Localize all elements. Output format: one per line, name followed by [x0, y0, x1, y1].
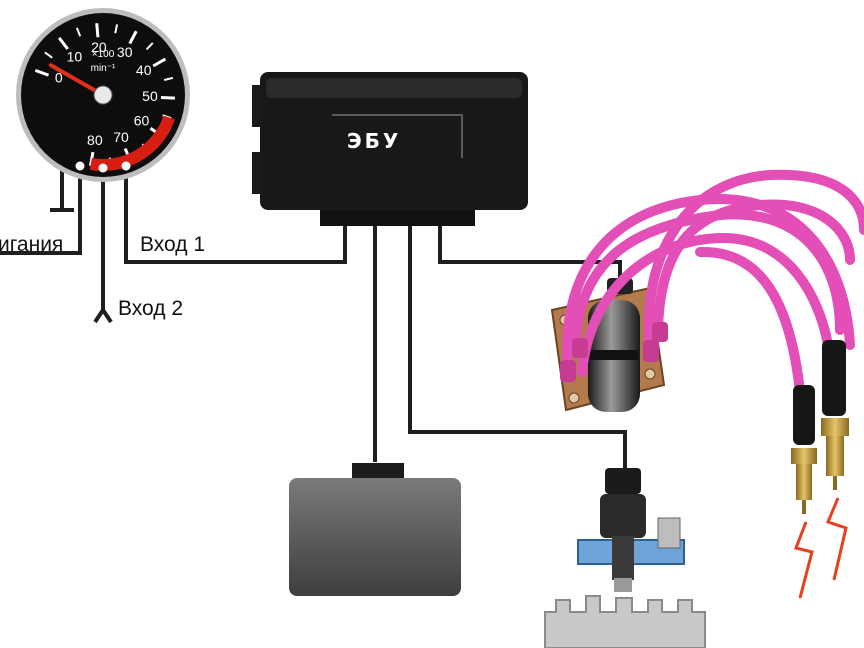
coil-band — [590, 350, 638, 360]
tachometer-hub — [93, 85, 113, 105]
spark-plug-boot — [793, 385, 815, 445]
ecu-highlight — [266, 78, 522, 98]
wiring — [0, 165, 627, 470]
ecu-label: ЭБУ — [347, 129, 401, 153]
tachometer-tick — [89, 151, 95, 167]
tachometer-unit-multiplier: ×100 — [92, 49, 115, 60]
tachometer-scale-label: 10 — [67, 48, 83, 64]
module-body — [289, 478, 461, 596]
tachometer-scale-label: 60 — [134, 113, 150, 129]
label-power: игания — [0, 233, 63, 256]
spark-plug-thread — [826, 436, 844, 476]
spark-icon — [793, 521, 814, 599]
ht-lead-3 — [643, 169, 864, 357]
tachometer-terminal-input2 — [98, 163, 108, 173]
tachometer-scale-label: 0 — [55, 70, 63, 86]
lead-boot — [652, 322, 668, 342]
spark-plug-boot — [822, 340, 846, 416]
spark-plug-hex — [791, 448, 817, 464]
ignition-coil — [550, 169, 864, 412]
spark-plug-right — [821, 340, 849, 581]
spark-plug-left — [791, 385, 817, 599]
spark-icon — [825, 497, 848, 581]
ht-lead-4 — [653, 199, 855, 335]
ht-lead-boots — [560, 322, 668, 382]
coil-bolt — [568, 392, 580, 404]
ht-lead-5 — [577, 232, 833, 377]
tachometer-terminal-power — [75, 161, 85, 171]
ecu-connector — [320, 206, 475, 226]
tachometer-tick — [128, 30, 138, 45]
spark-plug-thread — [796, 464, 812, 500]
tachometer-scale-label: 80 — [87, 132, 103, 148]
tachometer-terminal-input1 — [121, 161, 131, 171]
tachometer-tick — [57, 36, 69, 50]
label-input2: Вход 2 — [118, 297, 183, 320]
sensor-clamp — [657, 517, 681, 549]
tachometer-redline — [89, 115, 175, 171]
spark-plug-electrode — [802, 500, 806, 514]
ht-lead-6 — [695, 246, 805, 397]
wire-input2-fork-left — [93, 308, 105, 324]
sensor-probe — [612, 536, 634, 580]
spark-plug-hex — [821, 418, 849, 436]
tachometer-tick — [114, 24, 119, 34]
sensor-body — [600, 494, 646, 538]
tachometer-scale-label: 30 — [117, 44, 133, 60]
tachometer-tick — [152, 57, 167, 68]
sensor-connector — [605, 468, 641, 494]
lead-boot — [572, 338, 588, 358]
ignition-module — [289, 463, 461, 596]
module-connector — [352, 463, 404, 481]
wire-input1 — [124, 168, 347, 264]
tachometer-tick — [145, 42, 154, 51]
tachometer-scale-label: 40 — [136, 62, 152, 78]
tachometer-tick — [44, 51, 53, 59]
tachometer-tick — [160, 96, 175, 100]
tachometer-scale-label: 70 — [113, 129, 129, 145]
wire-ecu-to-sensor — [408, 225, 627, 470]
lead-boot — [560, 360, 576, 382]
wire-input2-fork-right — [101, 308, 113, 324]
tachometer-tick — [75, 27, 82, 37]
label-input1: Вход 1 — [140, 233, 205, 256]
lead-boot — [643, 340, 659, 362]
sensor-tip — [614, 578, 632, 592]
wire-ecu-to-coil — [438, 225, 622, 285]
tachometer-scale-label: 50 — [142, 88, 158, 104]
ecu-label-frame — [332, 114, 463, 158]
spark-plug-electrode — [833, 476, 837, 490]
tachometer-needle — [48, 63, 105, 97]
tachometer-unit: min⁻¹ — [91, 63, 116, 74]
crank-position-sensor — [544, 468, 706, 648]
gear-wheel — [544, 595, 706, 648]
ecu-body — [260, 72, 528, 210]
tachometer-tick — [163, 76, 174, 81]
tachometer-tick — [95, 23, 100, 38]
tachometer-scale-label: 20 — [91, 39, 107, 55]
tachometer-tick — [34, 68, 50, 77]
tachometer-ticks — [34, 23, 175, 167]
ht-leads — [562, 169, 864, 397]
ecu-unit: ЭБУ — [252, 72, 528, 226]
coil-bolt — [644, 368, 656, 380]
wire-power — [0, 170, 82, 255]
